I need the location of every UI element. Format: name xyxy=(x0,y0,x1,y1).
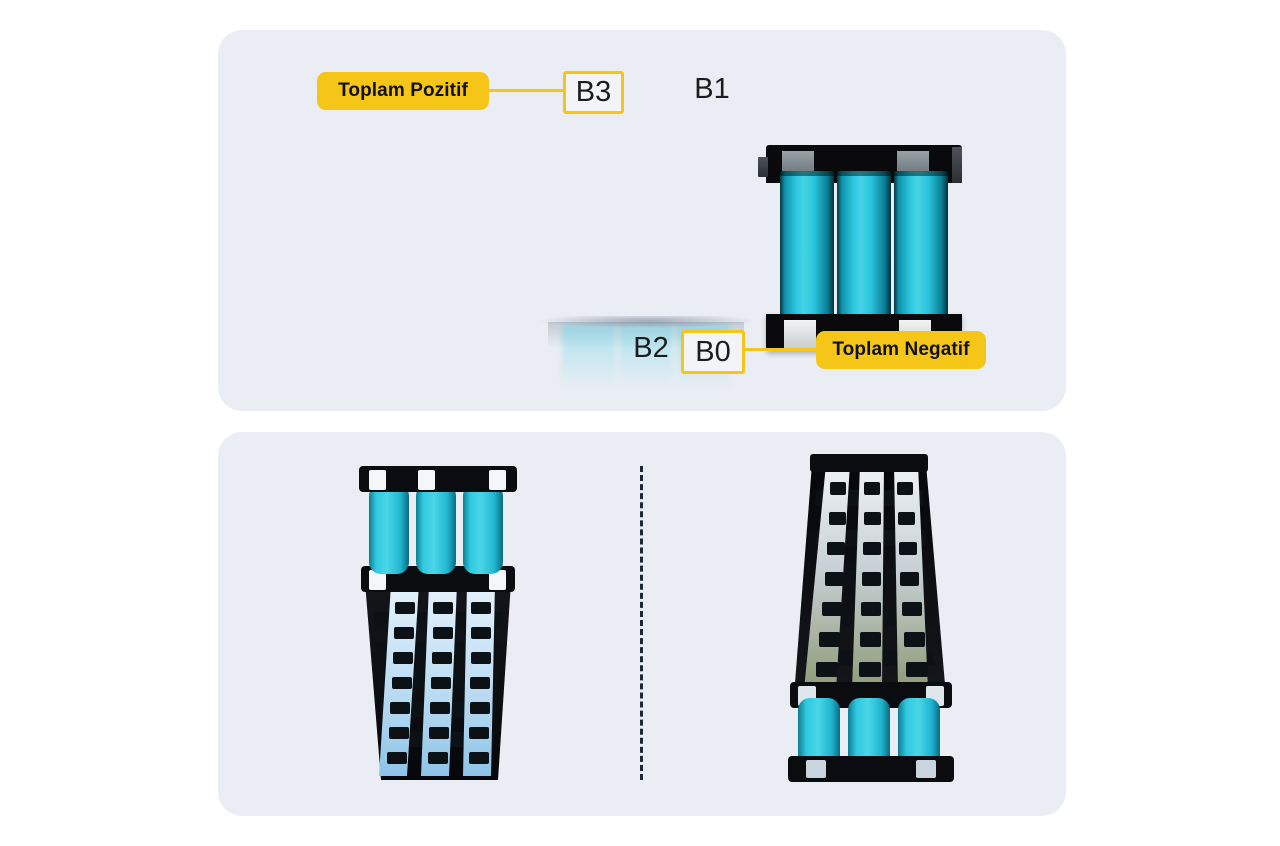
top-panel xyxy=(218,30,1066,411)
bottom-bracket xyxy=(788,756,954,782)
far-bracket xyxy=(359,466,517,492)
view-divider-dashed xyxy=(640,466,643,780)
terminal-label-b2[interactable]: B2 xyxy=(633,332,669,364)
battery-pack-front xyxy=(758,145,962,351)
pack-view-right-angled xyxy=(788,454,954,782)
battery-cell-row xyxy=(369,484,503,574)
cell-reflection xyxy=(562,325,616,397)
far-bracket xyxy=(810,454,928,472)
cell-reflection xyxy=(619,325,673,397)
terminal-label-b1[interactable]: B1 xyxy=(694,73,730,105)
callout-leader-line-positive xyxy=(486,89,566,92)
terminal-label-b0[interactable]: B0 xyxy=(681,330,745,374)
battery-cell xyxy=(837,171,891,327)
nickel-strip xyxy=(894,464,928,690)
contact-pad xyxy=(806,760,936,778)
callout-badge-total-positive[interactable]: Toplam Pozitif xyxy=(317,72,489,110)
pack-view-left-angled xyxy=(359,466,517,780)
nickel-strip xyxy=(379,584,419,776)
battery-cell xyxy=(894,171,948,327)
callout-leader-line-negative xyxy=(738,348,820,351)
battery-cell-row xyxy=(798,698,940,774)
nickel-strip xyxy=(421,584,457,776)
callout-badge-total-negative[interactable]: Toplam Negatif xyxy=(816,331,986,369)
terminal-label-b3[interactable]: B3 xyxy=(563,71,624,114)
nickel-strip xyxy=(804,464,850,690)
nickel-strip xyxy=(852,464,884,690)
pack-contact-shadow xyxy=(540,316,754,328)
contact-pad xyxy=(369,470,506,490)
bracket-nub-right xyxy=(952,147,962,183)
nickel-strip xyxy=(463,584,495,776)
cell-top-shadow xyxy=(894,171,948,176)
contact-pad xyxy=(369,570,506,590)
bracket-nub-left xyxy=(758,157,768,177)
bottom-contact-pad-1 xyxy=(784,320,816,349)
cell-top-shadow xyxy=(837,171,891,176)
battery-cell xyxy=(780,171,834,327)
cell-top-shadow xyxy=(780,171,834,176)
